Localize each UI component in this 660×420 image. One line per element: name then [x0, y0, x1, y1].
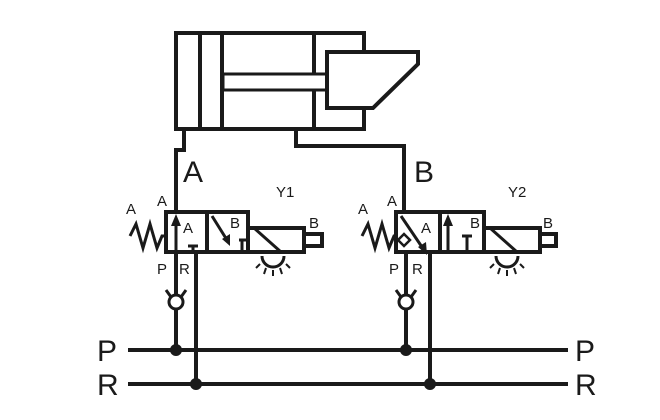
valve-y1-actuator-bevel: [253, 226, 282, 254]
valve-y1: Y1 A A A B B P R: [126, 184, 324, 278]
port-a-line: [174, 127, 186, 214]
valve-y1-pos-b-label: B: [230, 215, 240, 232]
pressure-line-label-left: P: [97, 335, 117, 368]
valve-y1-port-a-label: A: [157, 193, 167, 210]
check-valve-1-icon: [164, 289, 188, 311]
junction-dot: [400, 344, 412, 356]
valve-y2-pos-a-label: A: [421, 220, 431, 237]
valve-y1-port-r-label: R: [179, 261, 190, 278]
valve-y2-flow-arrow-head: [443, 214, 453, 226]
valve-y2-spring-icon: [360, 218, 396, 254]
valve-y1-pilot-a-label: A: [126, 201, 136, 218]
port-a-label: A: [183, 156, 203, 189]
valve-y2-cross-arrow-head: [418, 242, 427, 255]
valve-y1-pilot-b-label: B: [309, 215, 319, 232]
valve-y2-pilot-button: [538, 232, 558, 248]
pressure-line-label-right: P: [575, 335, 595, 368]
return-line-label-right: R: [575, 369, 597, 402]
valve-y1-flow-arrow-head: [171, 214, 181, 226]
valve-y1-exhaust-block-icon-2: [239, 238, 246, 250]
junction-dot: [170, 344, 182, 356]
valve-y1-pilot-button: [302, 232, 324, 248]
rod-end-load-wedge: [325, 50, 420, 110]
valve-y2: Y2 A A A B B P R: [358, 184, 558, 278]
check-valve-2-icon: [394, 289, 418, 311]
valve-y2-port-r-label: R: [412, 261, 423, 278]
valve-y2-port-p-label: P: [389, 261, 399, 278]
valve-y2-pilot-b-label: B: [543, 215, 553, 232]
valve-y2-pilot-a-label: A: [358, 201, 368, 218]
valve-y2-name: Y2: [508, 184, 526, 201]
valve-y2-manual-override-icon: [489, 255, 525, 276]
port-b-label: B: [414, 156, 434, 189]
valve-y2-actuator-bevel: [489, 226, 518, 254]
port-b-line: [294, 127, 406, 214]
valve-y1-cross-arrow-shaft: [210, 215, 229, 241]
piston-rod: [221, 72, 331, 92]
valve-y2-check-diamond: [396, 232, 412, 248]
junction-dot: [190, 378, 202, 390]
valve-y1-cross-arrow-head: [222, 234, 230, 246]
junction-dot: [424, 378, 436, 390]
valve-y1-manual-override-icon: [255, 255, 291, 276]
valve-y1-port-p-label: P: [157, 261, 167, 278]
valve-y1-name: Y1: [276, 184, 294, 201]
double-acting-cylinder: [174, 31, 420, 131]
valve-y2-exhaust-block-icon: [462, 234, 472, 250]
valve-y2-cross-arrow-shaft: [399, 215, 426, 251]
valve-y2-port-a-label: A: [387, 193, 397, 210]
valve-y1-pos-a-label: A: [183, 220, 193, 237]
valve-y2-pos-b-label: B: [470, 215, 480, 232]
valve-y1-spring-icon: [128, 218, 166, 254]
valve-y1-exhaust-block-icon: [188, 244, 198, 252]
return-line-label-left: R: [97, 369, 119, 402]
